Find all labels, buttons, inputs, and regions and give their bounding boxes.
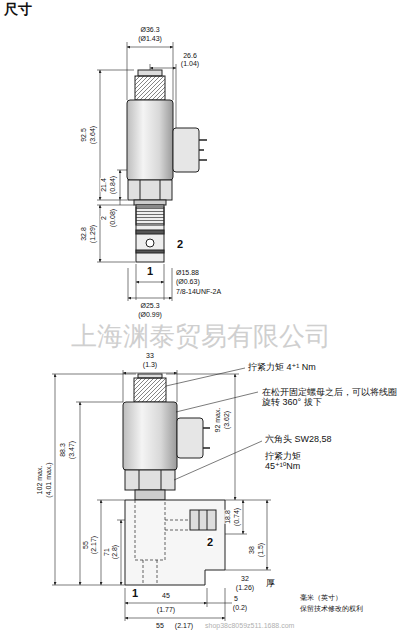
callout-note: 1 bbox=[147, 265, 153, 277]
top-valve bbox=[127, 70, 207, 262]
dimension-text: 18.8 bbox=[224, 510, 232, 524]
dimension-text: (1.04) bbox=[181, 60, 199, 68]
dimension-text: (1.3) bbox=[143, 361, 157, 369]
dimension-text: 92.5 bbox=[80, 128, 88, 142]
dimension-text: (2.8) bbox=[111, 545, 119, 559]
dimension-text: (1.29) bbox=[89, 225, 97, 243]
dimension-text: (0.08) bbox=[109, 209, 117, 227]
dimension-text: (Ø1.43) bbox=[138, 35, 162, 43]
bottom-valve bbox=[123, 374, 225, 585]
dimension-text: 保留技术修改的权利 bbox=[300, 605, 363, 613]
watermark: 上海渊泰贸易有限公司 bbox=[71, 322, 331, 351]
callout-note: 拧紧力矩 4⁺¹ Nm bbox=[248, 363, 316, 373]
dimension-text: (Ø0.99) bbox=[138, 311, 162, 319]
callout-note: 2 bbox=[177, 238, 183, 250]
dimension-text: Ø36.3 bbox=[140, 26, 159, 34]
dimension-text: 55 bbox=[82, 541, 90, 549]
dimension-text: 2 bbox=[100, 216, 108, 220]
dimension-text: 92 max. bbox=[214, 408, 222, 433]
dimension-text: (2.17) bbox=[90, 536, 98, 554]
callout-note: 2 bbox=[207, 536, 213, 548]
dimension-text: 5 bbox=[234, 595, 238, 603]
dimension-text: 21.4 bbox=[100, 178, 108, 192]
callout-note: 六角头 SW28,58 bbox=[265, 435, 332, 445]
dimension-text: Ø15.88 bbox=[176, 269, 199, 277]
callout-note: 1 bbox=[132, 587, 138, 599]
title: 尺寸 bbox=[4, 2, 32, 17]
dimension-text: 71 bbox=[103, 548, 111, 556]
dimension-text: 102 max. bbox=[36, 466, 44, 495]
dimension-text: 32.8 bbox=[80, 227, 88, 241]
dimension-text: (3.62) bbox=[223, 411, 231, 429]
dimension-text: (1.5) bbox=[257, 543, 265, 557]
dimension-text: (3.47) bbox=[68, 441, 76, 459]
dimension-text: 32 bbox=[241, 575, 249, 583]
dimension-text: 26.6 bbox=[183, 52, 197, 60]
dimension-text: 55 bbox=[156, 622, 164, 630]
dimension-text: Ø25.3 bbox=[140, 302, 159, 310]
dimension-text: (0.2) bbox=[233, 604, 247, 612]
dimension-text: (2.17) bbox=[175, 622, 193, 630]
callout-note: 在松开固定螺母之后，可以将线圈旋转 360° 拔下 bbox=[262, 388, 398, 408]
dimension-text: 毫米（英寸） bbox=[300, 594, 342, 602]
watermark: shop38c8059z511.1688.com bbox=[205, 622, 294, 630]
dimension-text: 33 bbox=[146, 352, 154, 360]
top-dimensions bbox=[97, 42, 176, 301]
dimension-text: (1.77) bbox=[157, 606, 175, 614]
dimension-text: (Ø0.63) bbox=[176, 278, 200, 286]
dimension-text: (3.64) bbox=[89, 126, 97, 144]
dimension-text: 7/8-14UNF-2A bbox=[176, 288, 221, 296]
dimension-text: (0.74) bbox=[233, 508, 241, 526]
dimension-text: 88.3 bbox=[59, 443, 67, 457]
callout-note: 拧紧力矩 45⁺¹⁰Nm bbox=[265, 452, 325, 472]
dimension-text: 45 bbox=[162, 592, 170, 600]
dimension-text: 38 bbox=[248, 546, 256, 554]
dimension-text: (4.01 max.) bbox=[45, 462, 53, 497]
bottom-dimensions bbox=[52, 368, 271, 621]
dimension-text: (1.26) bbox=[236, 584, 254, 592]
dimension-text: (0.84) bbox=[109, 176, 117, 194]
callout-note: 厚 bbox=[266, 579, 275, 589]
